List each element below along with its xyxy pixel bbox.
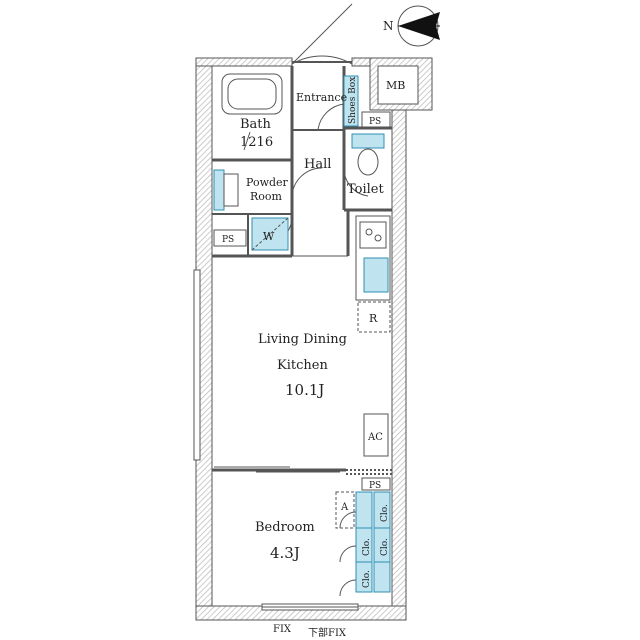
closet-label-4: Clo. [362,570,372,588]
fix-window-label: FIX [273,624,292,635]
toilet-door [343,167,369,197]
hall-door [291,167,323,197]
closet-label-3: Clo. [380,538,390,556]
powder-room-label-1: Powder [246,176,289,189]
closet-a-label: A [340,502,349,513]
shoes-box-label: Shoes Box [348,77,358,124]
toilet-label: Toilet [347,182,384,197]
closets [335,491,391,597]
kitchen-counter [355,215,391,301]
entrance-door [291,3,353,65]
lower-fix-window-label: 下部FIX [308,626,347,639]
refrigerator-space [357,301,391,333]
ldk-size-label: 10.1J [285,381,324,399]
bathtub [221,73,283,115]
bedroom-window [261,603,359,611]
ldk-label-2: Kitchen [277,358,328,373]
bedroom-sliding-door [214,466,340,473]
bedroom-label: Bedroom [255,520,315,535]
ldk-label-1: Living Dining [258,332,347,347]
ps-top-label: PS [369,117,381,127]
closet-label-2: Clo. [362,538,372,556]
shoes-box: Shoes Box [343,75,359,127]
ps-bedroom-label: PS [369,481,381,491]
washer-label: W [263,230,275,243]
hall-label: Hall [304,157,331,172]
compass: N [383,5,440,47]
ps-top [361,111,391,129]
vanity [213,169,239,211]
bath-label: Bath [240,117,272,132]
mb-label: MB [386,79,405,92]
washer-space [251,217,289,251]
bedroom-size-label: 4.3J [270,544,300,562]
air-conditioner-label: AC [367,432,383,443]
entrance-inner-door [317,103,345,131]
toilet-fixture [351,133,385,176]
air-conditioner [363,413,389,457]
ps-left [213,229,247,247]
powder-room-label-2: Room [250,190,283,203]
compass-north-label: N [383,19,394,33]
ps-left-label: PS [222,235,234,245]
ps-bedroom [361,477,391,491]
ldk-window-left [193,269,201,461]
entrance-label: Entrance [296,91,347,104]
refrigerator-label: R [369,312,378,325]
closet-label-1: Clo. [380,504,390,522]
